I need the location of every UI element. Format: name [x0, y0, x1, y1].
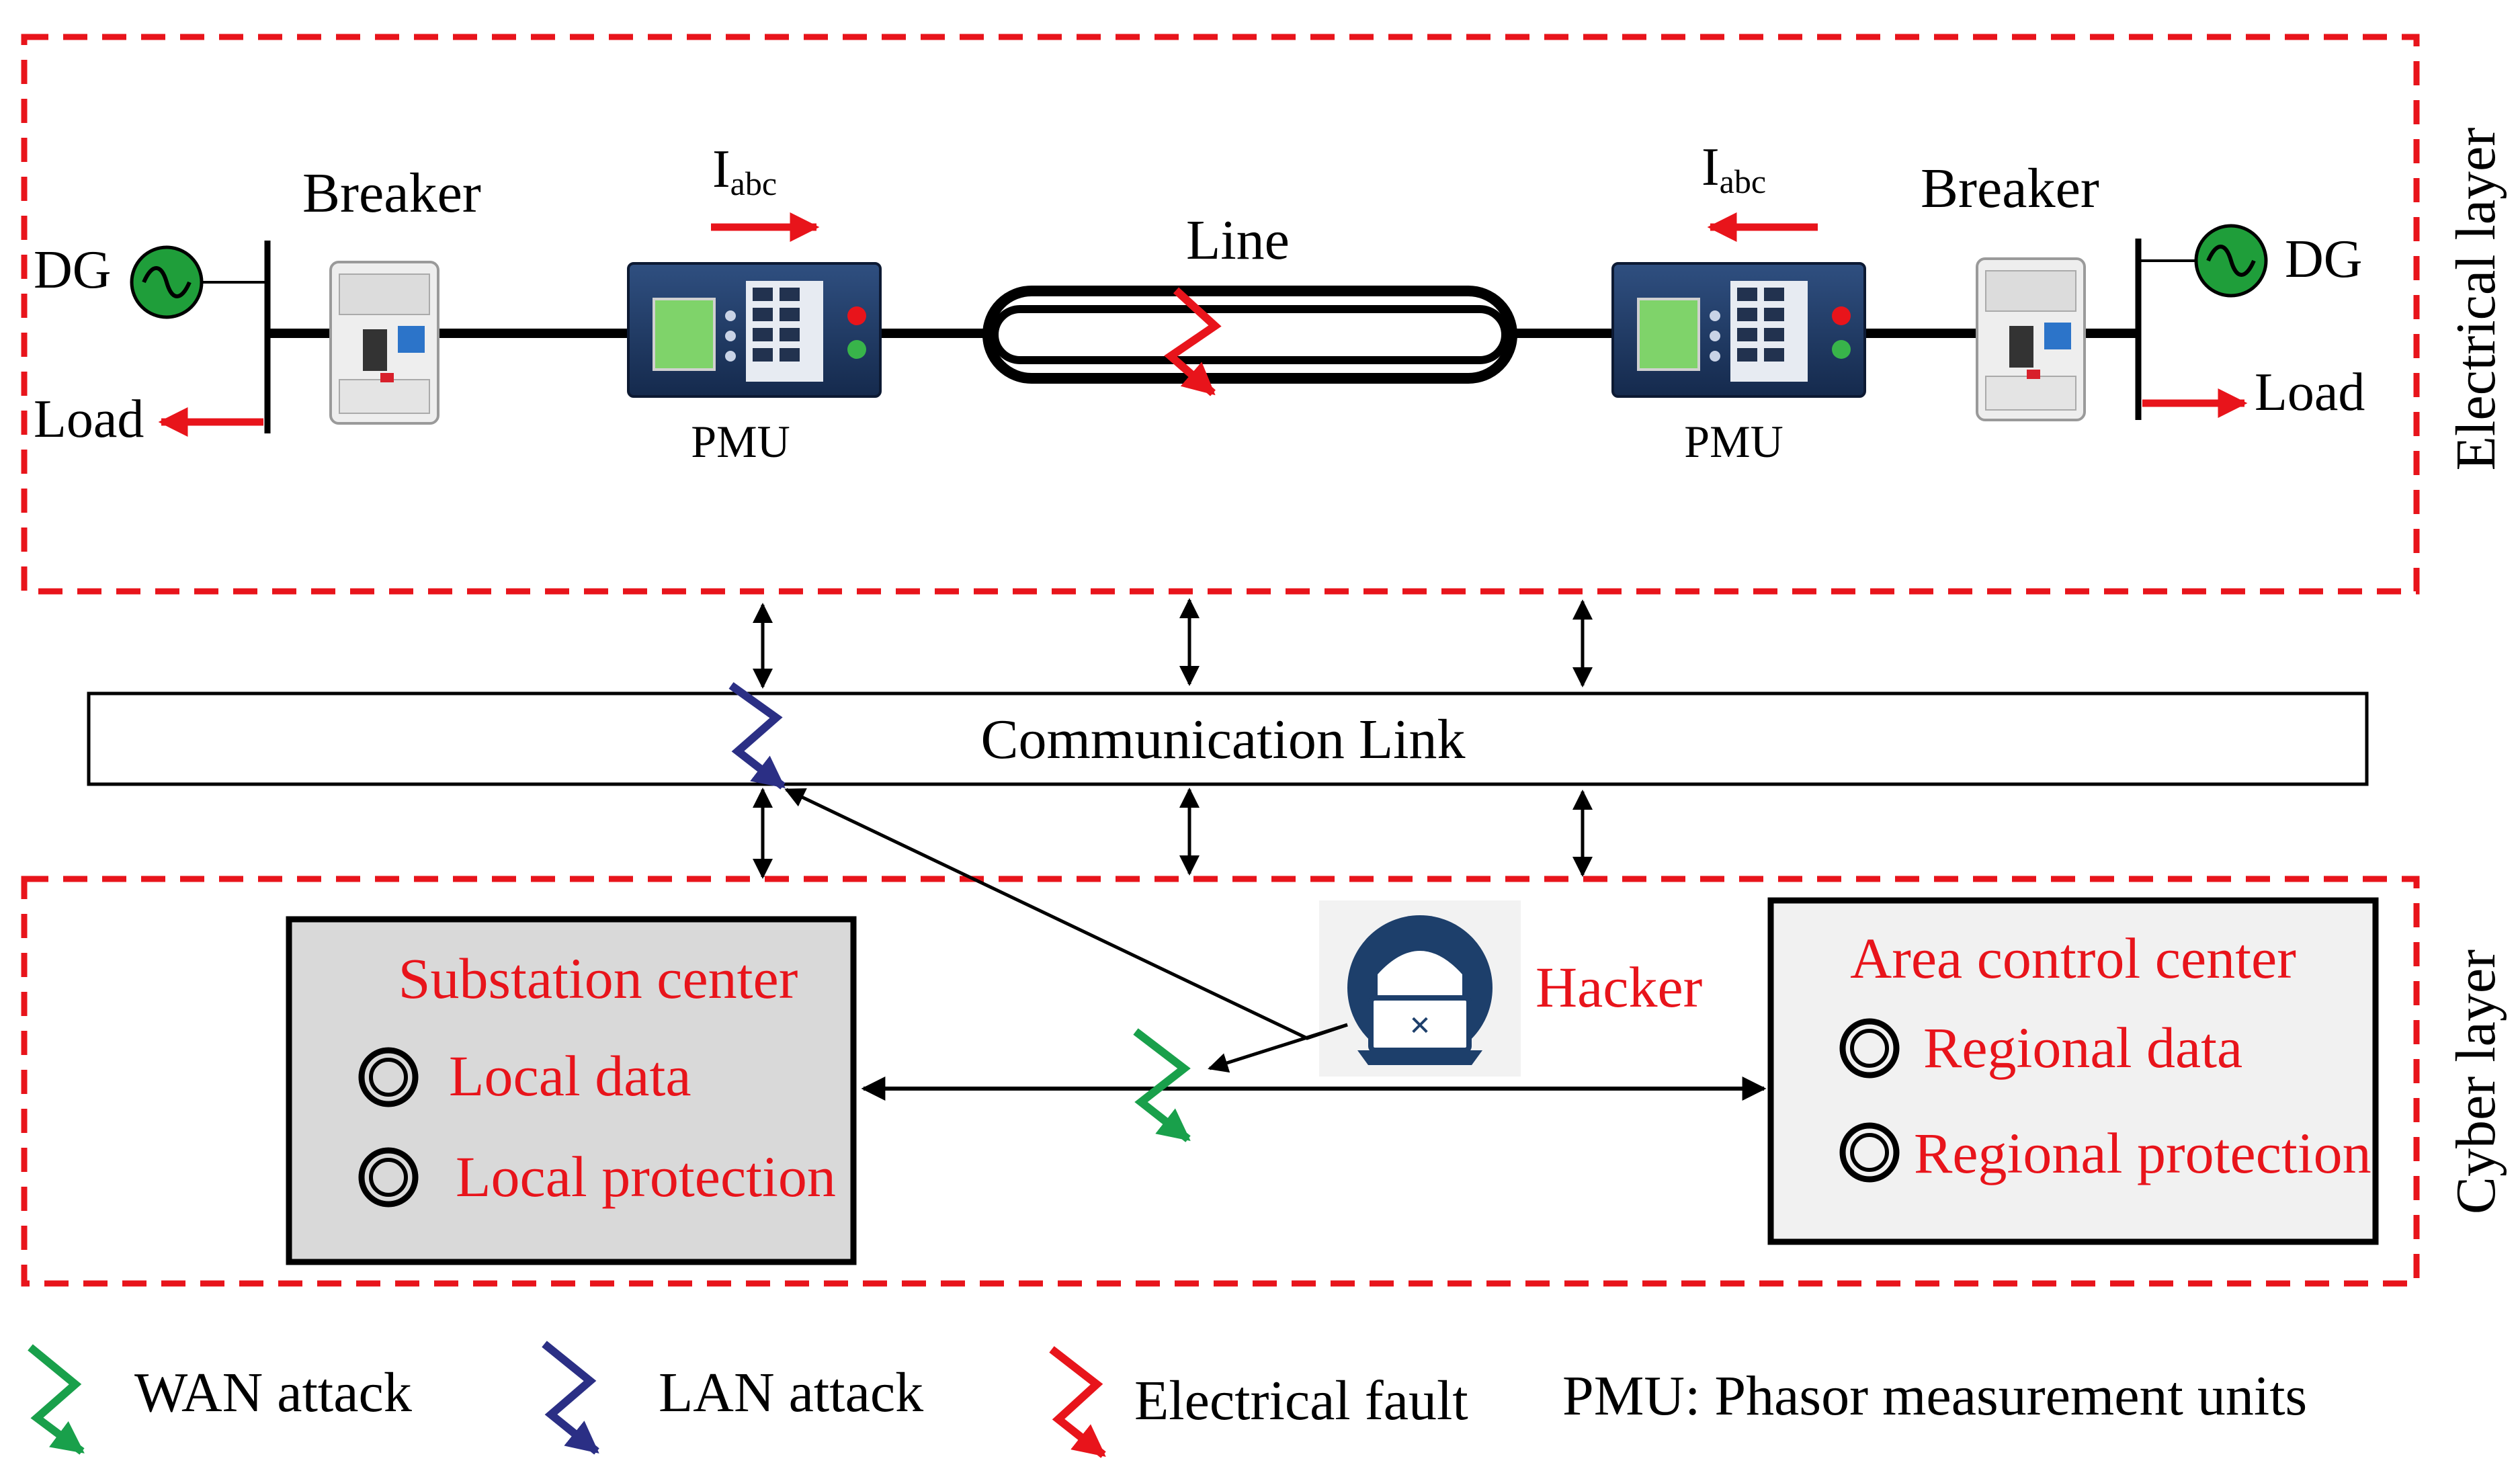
substation-center-title: Substation center — [398, 946, 798, 1011]
cyber-layer-border — [21, 876, 2420, 1287]
communication-link: Communication Link — [87, 598, 2369, 879]
cyber-layer-label: Cyber layer — [2445, 950, 2507, 1214]
circle-bullet-icon — [358, 1047, 419, 1107]
legend: WAN attack LAN attack Electrical fault P… — [28, 1341, 2307, 1458]
hacker-to-lan-arrow — [784, 788, 1348, 1040]
regional-protection-item: Regional protection — [1839, 1121, 2371, 1185]
lan-attack-icon — [728, 682, 786, 790]
electrical-layer-label: Electrical layer — [2445, 128, 2507, 471]
legend-pmu-note: PMU: Phasor measurement units — [1562, 1365, 2307, 1427]
legend-wan-label: WAN attack — [134, 1361, 412, 1424]
circle-bullet-icon — [358, 1147, 419, 1208]
transmission-line-icon — [982, 286, 1517, 384]
cyber-layer: Cyber layer Substation center Local data… — [21, 788, 2507, 1287]
legend-fault-label: Electrical fault — [1134, 1369, 1468, 1432]
legend-electrical-fault: Electrical fault — [1049, 1346, 1468, 1458]
svg-text:✕: ✕ — [1409, 1011, 1431, 1041]
hacker-label: Hacker — [1536, 955, 1702, 1019]
svg-text:Iabc: Iabc — [712, 140, 777, 202]
communication-link-label: Communication Link — [981, 708, 1466, 771]
pmu-left-icon — [627, 262, 882, 398]
pmu-left-label: PMU — [691, 416, 790, 467]
svg-text:Iabc: Iabc — [1702, 138, 1766, 200]
legend-lan-label: LAN attack — [659, 1361, 923, 1424]
wan-attack-icon — [28, 1344, 85, 1455]
regional-data-label: Regional data — [1923, 1015, 2242, 1080]
current-left-label: Iabc — [712, 140, 777, 202]
electrical-layer: Electrical layer DG Load Breaker — [21, 34, 2507, 595]
sine-wave-icon — [142, 266, 192, 298]
legend-lan-attack: LAN attack — [542, 1341, 923, 1455]
load-left-label: Load — [34, 390, 144, 449]
sine-wave-icon — [2206, 245, 2256, 277]
wan-attack-icon — [1133, 1028, 1191, 1142]
electrical-layer-border — [21, 34, 2420, 595]
pmu-right-icon — [1611, 262, 1866, 398]
breaker-right-label: Breaker — [1921, 157, 2099, 220]
electrical-fault-icon — [1164, 287, 1222, 396]
breaker-left-label: Breaker — [302, 162, 481, 224]
local-data-item: Local data — [358, 1044, 691, 1108]
lan-attack-icon — [542, 1341, 599, 1455]
local-data-label: Local data — [449, 1044, 691, 1108]
dg-right-label: DG — [2285, 230, 2363, 289]
communication-link-box — [87, 691, 2369, 786]
dg-left: DG — [34, 241, 267, 319]
electrical-fault-icon — [1049, 1346, 1106, 1458]
regional-data-item: Regional data — [1839, 1015, 2242, 1080]
circle-bullet-icon — [1839, 1018, 1900, 1079]
area-control-center-box — [1767, 897, 2379, 1245]
local-protection-label: Local protection — [456, 1144, 836, 1209]
hacker-icon: ✕ — [1319, 900, 1521, 1077]
area-control-center-title: Area control center — [1850, 926, 2296, 990]
breaker-right-icon — [1976, 257, 2086, 421]
hacker-to-wan-arrow — [1208, 1023, 1348, 1073]
pmu-right-label: PMU — [1684, 416, 1783, 467]
circle-bullet-icon — [1839, 1122, 1900, 1183]
regional-protection-label: Regional protection — [1914, 1121, 2371, 1185]
dg-left-label: DG — [34, 241, 112, 300]
local-protection-item: Local protection — [358, 1144, 836, 1209]
line-label: Line — [1186, 209, 1290, 271]
load-right-label: Load — [2255, 363, 2365, 422]
breaker-left-icon — [329, 261, 439, 425]
legend-wan-attack: WAN attack — [28, 1344, 412, 1455]
current-right-label: Iabc — [1702, 138, 1766, 200]
